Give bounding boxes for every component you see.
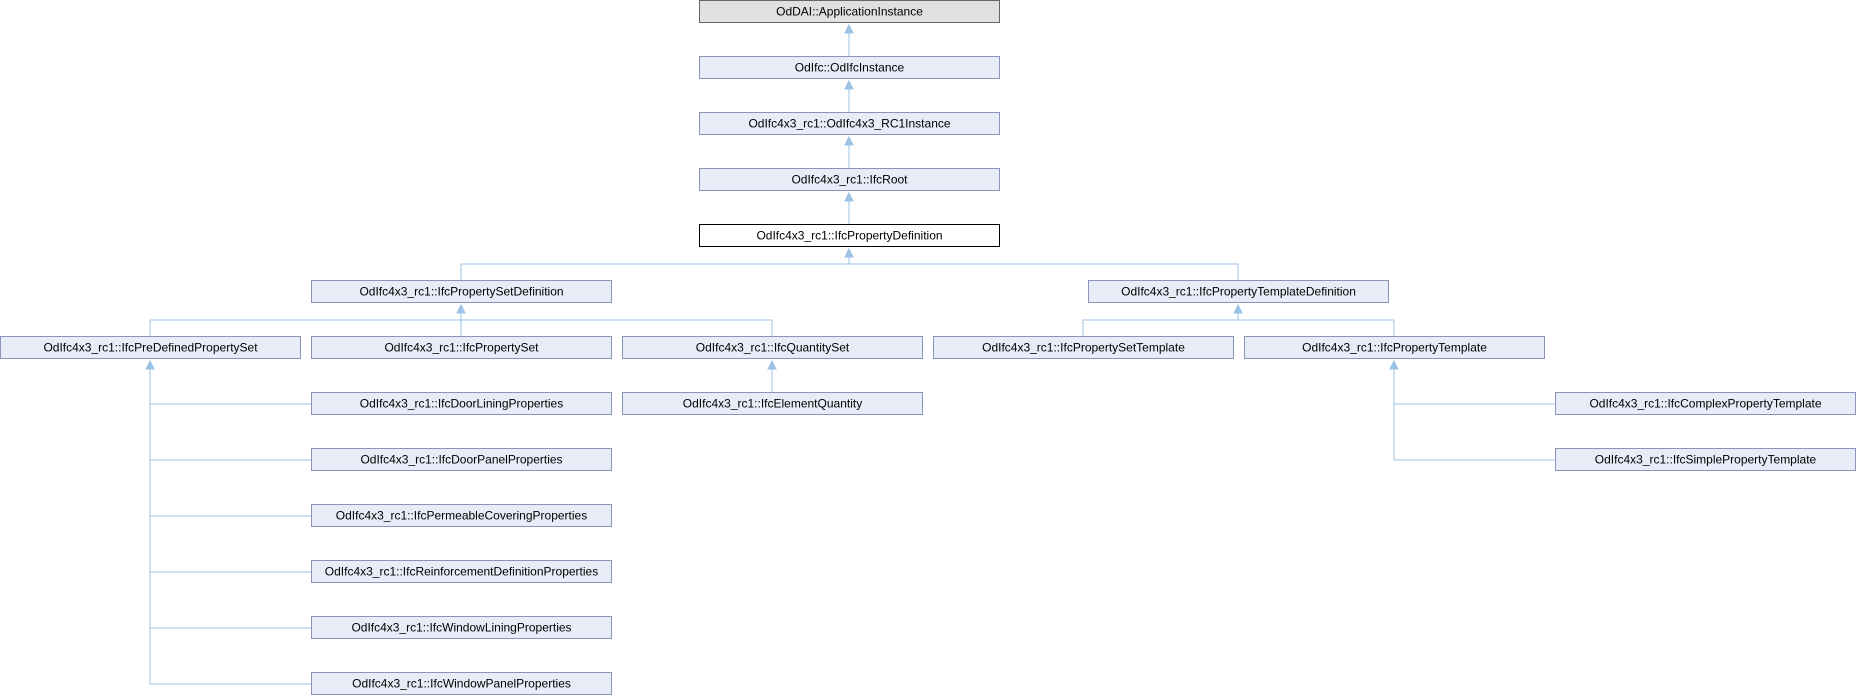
class-node-label: OdIfc4x3_rc1::IfcPropertySetDefinition xyxy=(359,285,563,299)
class-node-property-template-definition[interactable]: OdIfc4x3_rc1::IfcPropertyTemplateDefinit… xyxy=(1088,280,1389,303)
class-node-label: OdIfc4x3_rc1::IfcWindowLiningProperties xyxy=(351,621,571,635)
class-node-odifc-instance[interactable]: OdIfc::OdIfcInstance xyxy=(699,56,1000,79)
class-node-label: OdIfc4x3_rc1::IfcPropertySetTemplate xyxy=(982,341,1185,355)
class-node-label: OdIfc4x3_rc1::IfcDoorPanelProperties xyxy=(360,453,562,467)
class-node-label: OdIfc4x3_rc1::IfcElementQuantity xyxy=(683,397,862,411)
class-node-property-template[interactable]: OdIfc4x3_rc1::IfcPropertyTemplate xyxy=(1244,336,1545,359)
class-node-property-set-template[interactable]: OdIfc4x3_rc1::IfcPropertySetTemplate xyxy=(933,336,1234,359)
class-node-complex-property-template[interactable]: OdIfc4x3_rc1::IfcComplexPropertyTemplate xyxy=(1555,392,1856,415)
class-node-ifc-root[interactable]: OdIfc4x3_rc1::IfcRoot xyxy=(699,168,1000,191)
class-node-label: OdIfc4x3_rc1::IfcPropertyDefinition xyxy=(756,229,942,243)
class-node-label: OdIfc4x3_rc1::OdIfc4x3_RC1Instance xyxy=(748,117,950,131)
arrowhead xyxy=(767,359,777,370)
inheritance-arrowheads xyxy=(145,23,1399,370)
class-node-element-quantity[interactable]: OdIfc4x3_rc1::IfcElementQuantity xyxy=(622,392,923,415)
class-node-label: OdDAI::ApplicationInstance xyxy=(776,5,923,19)
class-node-label: OdIfc4x3_rc1::IfcPermeableCoveringProper… xyxy=(336,509,587,523)
class-node-label: OdIfc4x3_rc1::IfcReinforcementDefinition… xyxy=(325,565,598,579)
class-node-label: OdIfc::OdIfcInstance xyxy=(795,61,905,75)
class-node-reinforcement-definition-properties[interactable]: OdIfc4x3_rc1::IfcReinforcementDefinition… xyxy=(311,560,612,583)
class-node-door-lining-properties[interactable]: OdIfc4x3_rc1::IfcDoorLiningProperties xyxy=(311,392,612,415)
arrowhead xyxy=(844,191,854,202)
arrowhead xyxy=(145,359,155,370)
class-node-label: OdIfc4x3_rc1::IfcComplexPropertyTemplate xyxy=(1589,397,1821,411)
class-node-label: OdIfc4x3_rc1::IfcQuantitySet xyxy=(696,341,850,355)
arrowhead xyxy=(456,303,466,314)
edge-branch-propertydefinition xyxy=(460,263,1239,280)
class-node-rc1-instance[interactable]: OdIfc4x3_rc1::OdIfc4x3_RC1Instance xyxy=(699,112,1000,135)
arrowhead xyxy=(844,135,854,146)
class-node-label: OdIfc4x3_rc1::IfcWindowPanelProperties xyxy=(352,677,571,691)
class-node-property-definition[interactable]: OdIfc4x3_rc1::IfcPropertyDefinition xyxy=(699,224,1000,247)
arrowhead xyxy=(844,79,854,90)
arrowhead xyxy=(1389,359,1399,370)
arrowhead xyxy=(844,247,854,258)
class-node-label: OdIfc4x3_rc1::IfcPropertyTemplateDefinit… xyxy=(1121,285,1356,299)
class-node-window-lining-properties[interactable]: OdIfc4x3_rc1::IfcWindowLiningProperties xyxy=(311,616,612,639)
class-node-label: OdIfc4x3_rc1::IfcSimplePropertyTemplate xyxy=(1595,453,1817,467)
inheritance-edges xyxy=(149,33,1555,685)
class-node-predefined-property-set[interactable]: OdIfc4x3_rc1::IfcPreDefinedPropertySet xyxy=(0,336,301,359)
class-node-label: OdIfc4x3_rc1::IfcDoorLiningProperties xyxy=(360,397,563,411)
class-node-label: OdIfc4x3_rc1::IfcRoot xyxy=(791,173,908,187)
class-node-label: OdIfc4x3_rc1::IfcPreDefinedPropertySet xyxy=(43,341,258,355)
arrowhead xyxy=(844,23,854,34)
class-node-property-set[interactable]: OdIfc4x3_rc1::IfcPropertySet xyxy=(311,336,612,359)
class-node-property-set-definition[interactable]: OdIfc4x3_rc1::IfcPropertySetDefinition xyxy=(311,280,612,303)
class-node-application-instance[interactable]: OdDAI::ApplicationInstance xyxy=(699,0,1000,23)
class-node-quantity-set[interactable]: OdIfc4x3_rc1::IfcQuantitySet xyxy=(622,336,923,359)
class-node-label: OdIfc4x3_rc1::IfcPropertyTemplate xyxy=(1302,341,1487,355)
class-node-permeable-covering-properties[interactable]: OdIfc4x3_rc1::IfcPermeableCoveringProper… xyxy=(311,504,612,527)
class-node-simple-property-template[interactable]: OdIfc4x3_rc1::IfcSimplePropertyTemplate xyxy=(1555,448,1856,471)
class-node-door-panel-properties[interactable]: OdIfc4x3_rc1::IfcDoorPanelProperties xyxy=(311,448,612,471)
arrowhead xyxy=(1233,303,1243,314)
class-node-label: OdIfc4x3_rc1::IfcPropertySet xyxy=(384,341,539,355)
class-node-window-panel-properties[interactable]: OdIfc4x3_rc1::IfcWindowPanelProperties xyxy=(311,672,612,695)
edge-branch-propertytemplatedefinition xyxy=(1082,319,1395,336)
